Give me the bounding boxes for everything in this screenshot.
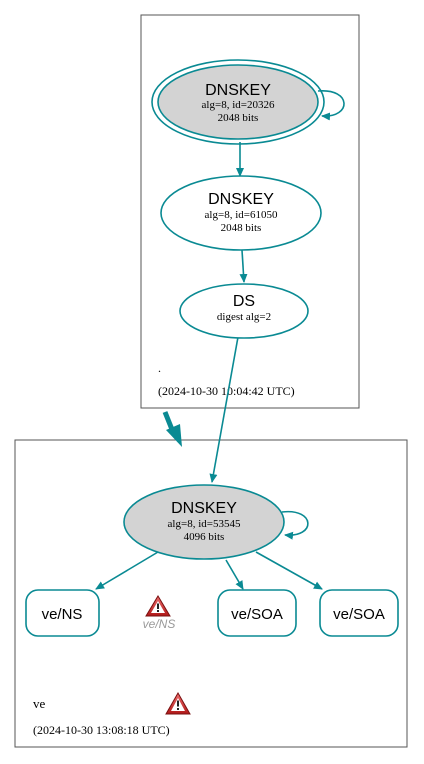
root-ksk-line1: alg=8, id=20326: [202, 99, 275, 111]
ve-dnskey-title: DNSKEY: [171, 500, 237, 517]
zone-root-name: .: [158, 361, 161, 375]
zone-root: . (2024-10-30 10:04:42 UTC): [140, 14, 360, 409]
ve-ns-warning-label: ve/NS: [143, 617, 176, 631]
node-ds[interactable]: DS digest alg=2: [179, 283, 309, 339]
root-zsk-line1: alg=8, id=61050: [205, 209, 278, 221]
edge-root-ksk-self: [317, 90, 345, 121]
delegation-arrow: [162, 411, 182, 447]
node-ve-ns[interactable]: ve/NS: [25, 589, 100, 637]
node-root-zsk[interactable]: DNSKEY alg=8, id=61050 2048 bits: [160, 175, 322, 251]
root-ksk-title: DNSKEY: [205, 82, 271, 99]
node-root-ksk[interactable]: DNSKEY alg=8, id=20326 2048 bits: [151, 59, 325, 145]
ve-dnskey-line1: alg=8, id=53545: [168, 518, 241, 530]
warning-triangle-icon[interactable]: [165, 691, 191, 715]
zone-ve: ve (2024-10-30 13:08:18 UTC): [14, 439, 408, 748]
ve-ns-label: ve/NS: [42, 606, 83, 623]
zone-ve-timestamp: (2024-10-30 13:08:18 UTC): [33, 723, 170, 737]
node-ve-dnskey[interactable]: DNSKEY alg=8, id=53545 4096 bits: [123, 484, 285, 560]
edges: [95, 90, 345, 590]
zone-ve-name: ve: [33, 696, 46, 711]
warning-triangle-icon[interactable]: ve/NS: [143, 595, 176, 631]
edge-ve-dnskey-to-soa1: [225, 559, 244, 590]
zone-root-timestamp: (2024-10-30 10:04:42 UTC): [158, 384, 295, 398]
edge-ve-dnskey-to-ns: [95, 551, 159, 590]
edge-ds-to-ve-dnskey: [209, 336, 239, 483]
node-ve-soa-2[interactable]: ve/SOA: [319, 589, 399, 637]
root-zsk-title: DNSKEY: [208, 191, 274, 208]
edge-ve-dnskey-to-soa2: [255, 551, 323, 590]
node-ve-soa-1[interactable]: ve/SOA: [217, 589, 297, 637]
ve-soa-2-label: ve/SOA: [333, 606, 385, 623]
ve-soa-1-label: ve/SOA: [231, 606, 283, 623]
ve-dnskey-line2: 4096 bits: [184, 531, 225, 543]
edge-ve-dnskey-self: [281, 510, 309, 540]
root-ksk-line2: 2048 bits: [218, 112, 259, 124]
ds-title: DS: [233, 293, 255, 310]
ds-line1: digest alg=2: [217, 311, 271, 323]
root-zsk-line2: 2048 bits: [221, 222, 262, 234]
edge-zsk-to-ds: [239, 249, 248, 283]
